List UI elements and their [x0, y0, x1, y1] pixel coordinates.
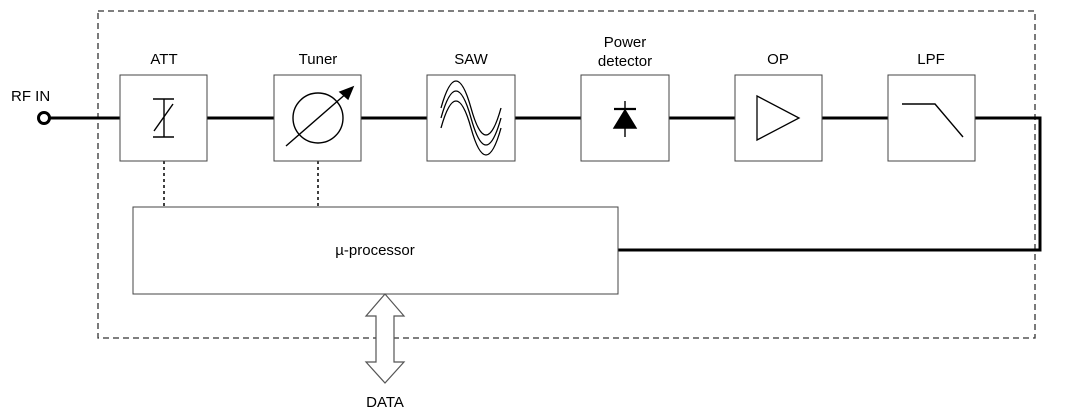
tuner-icon	[285, 85, 355, 147]
low-pass-filter-icon	[902, 103, 964, 138]
processor-label: µ-processor	[335, 242, 415, 259]
processor-block: µ-processor	[132, 206, 619, 295]
lpf-label: LPF	[917, 51, 945, 68]
control-lines	[163, 161, 319, 207]
power-detector-block: Power detector	[580, 34, 670, 162]
saw-label: SAW	[454, 51, 488, 68]
att-block: ATT	[119, 51, 208, 162]
attenuator-icon	[153, 98, 174, 138]
op-block: OP	[734, 51, 823, 162]
module-enclosure	[97, 10, 1036, 339]
rf-in-label: RF IN	[11, 88, 50, 105]
rf-input-terminal	[37, 111, 51, 125]
op-label: OP	[767, 51, 789, 68]
power-detector-label-line1: Power	[604, 34, 647, 51]
signal-path	[50, 116, 1042, 252]
saw-filter-icon	[440, 80, 502, 156]
data-bus-arrow	[364, 293, 406, 384]
tuner-label: Tuner	[299, 51, 338, 68]
att-label: ATT	[150, 51, 177, 68]
tuner-block: Tuner	[273, 51, 362, 162]
diode-icon	[612, 101, 638, 137]
data-label: DATA	[366, 394, 404, 411]
power-detector-label-line2: detector	[598, 53, 652, 70]
saw-block: SAW	[426, 51, 516, 162]
amplifier-icon	[756, 94, 801, 142]
lpf-block: LPF	[887, 51, 976, 162]
